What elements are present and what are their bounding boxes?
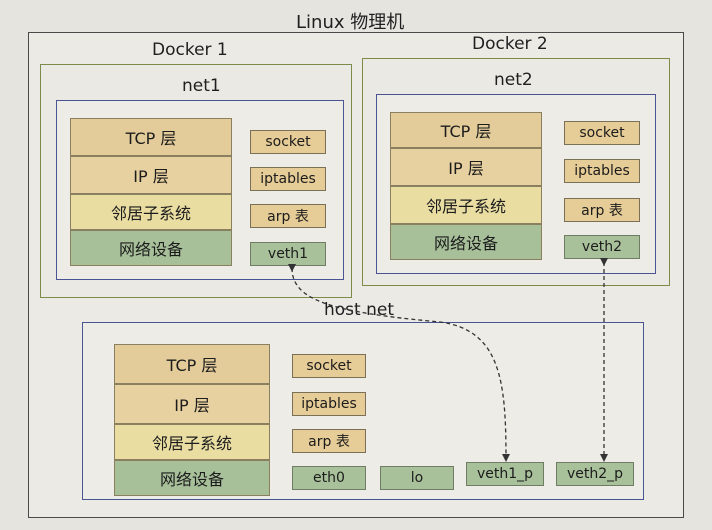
docker1-tcp-layer: TCP 层 [70,118,232,156]
linux-host-title: Linux 物理机 [296,12,405,33]
eth0-chip: eth0 [292,466,366,490]
docker1-ip-layer: IP 层 [70,156,232,194]
host-ip-layer: IP 层 [114,384,270,424]
docker2-title: Docker 2 [472,34,548,54]
docker2-ip-layer: IP 层 [390,148,542,186]
docker2-neighbor-layer: 邻居子系统 [390,186,542,224]
docker1-title: Docker 1 [152,40,228,60]
veth2-p-chip: veth2_p [556,462,634,486]
docker1-netdev-layer: 网络设备 [70,230,232,266]
docker2-netdev-layer: 网络设备 [390,224,542,260]
host-netdev-layer: 网络设备 [114,460,270,496]
docker1-socket-chip: socket [250,130,326,154]
lo-chip: lo [380,466,454,490]
net1-title: net1 [182,76,221,96]
net2-title: net2 [494,70,533,90]
veth2-chip: veth2 [564,235,640,259]
docker2-arp-chip: arp 表 [564,198,640,222]
docker1-neighbor-layer: 邻居子系统 [70,194,232,230]
host-neighbor-layer: 邻居子系统 [114,424,270,460]
docker2-socket-chip: socket [564,121,640,145]
veth1-p-chip: veth1_p [466,462,544,486]
docker1-arp-chip: arp 表 [250,204,326,228]
docker2-iptables-chip: iptables [564,159,640,183]
docker2-tcp-layer: TCP 层 [390,112,542,148]
veth1-pair-link [287,263,510,462]
host-tcp-layer: TCP 层 [114,344,270,384]
docker1-iptables-chip: iptables [250,167,326,191]
